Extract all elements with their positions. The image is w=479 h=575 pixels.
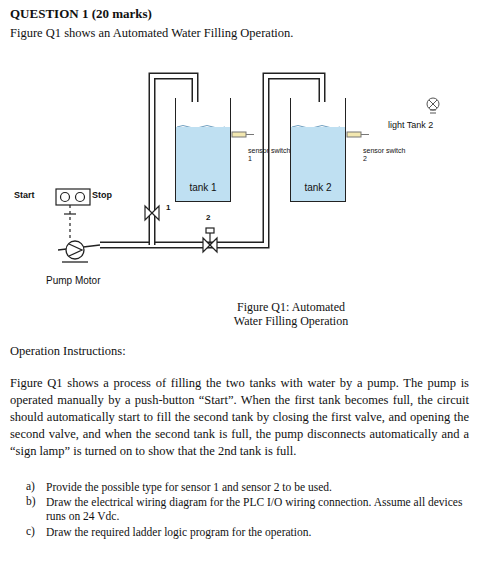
question-item: Draw the required ladder logic program f… bbox=[46, 525, 466, 539]
component-label: Pump Motor bbox=[46, 275, 100, 286]
button-label: Stop bbox=[92, 190, 112, 200]
question-title: QUESTION 1 (20 marks) bbox=[10, 6, 152, 22]
item-marker: c) bbox=[26, 525, 35, 537]
callout-number: 2 bbox=[206, 213, 210, 222]
lamp-symbol bbox=[427, 98, 439, 113]
intro-text: Figure Q1 shows an Automated Water Filli… bbox=[10, 26, 293, 41]
question-item: Draw the electrical wiring diagram for t… bbox=[46, 495, 466, 523]
sensor-label: sensor switch 1 bbox=[248, 147, 292, 163]
section-heading: Operation Instructions: bbox=[10, 344, 126, 359]
tank-label: tank 2 bbox=[291, 182, 345, 193]
valve-2 bbox=[203, 228, 217, 252]
lamp-label: light Tank 2 bbox=[388, 120, 433, 130]
valve-1 bbox=[145, 206, 159, 220]
water-tank: tank 1 bbox=[175, 98, 231, 202]
sensor-label: sensor switch 2 bbox=[363, 147, 407, 163]
push-buttons bbox=[56, 189, 90, 241]
pump-motor-symbol bbox=[58, 241, 100, 262]
callout-number: 1 bbox=[166, 203, 170, 212]
question-item: Provide the possible type for sensor 1 a… bbox=[46, 480, 466, 494]
button-label: Start bbox=[14, 190, 35, 200]
figure-caption: Figure Q1: Automated Water Filling Opera… bbox=[232, 300, 350, 328]
item-marker: b) bbox=[26, 495, 36, 507]
instruction-paragraph: Figure Q1 shows a process of filling the… bbox=[10, 375, 469, 460]
pipework bbox=[100, 76, 322, 245]
water-tank: tank 2 bbox=[290, 98, 346, 202]
tank-label: tank 1 bbox=[176, 182, 230, 193]
item-marker: a) bbox=[26, 480, 35, 492]
